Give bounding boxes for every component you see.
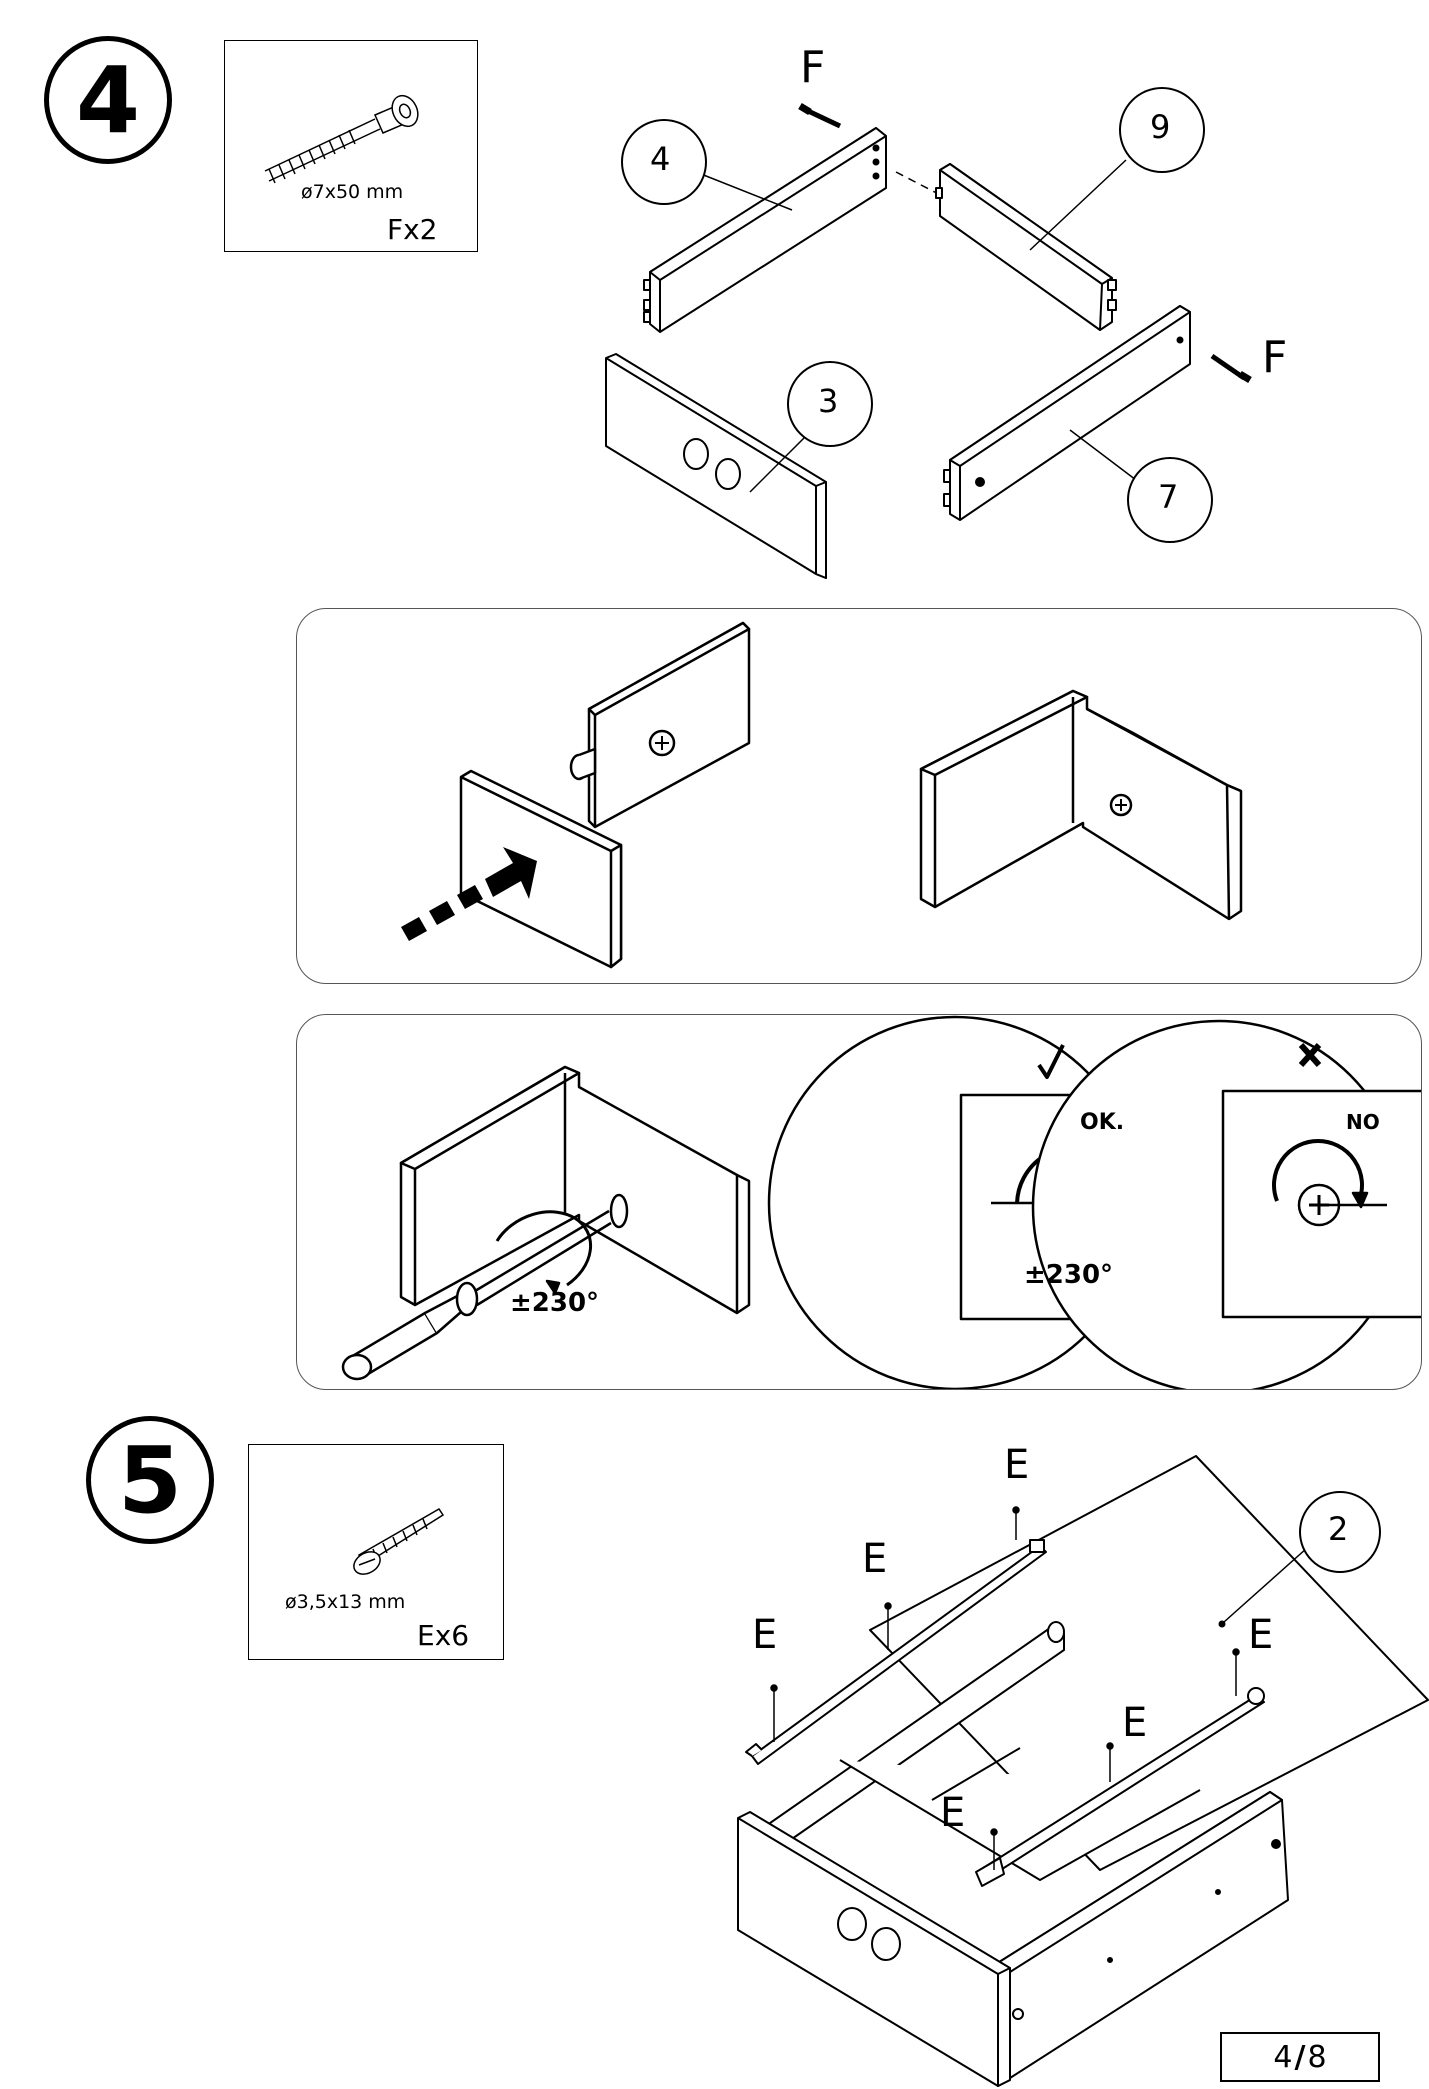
e-label-4: E xyxy=(1248,1612,1274,1658)
part-9-callout xyxy=(1119,87,1205,173)
e-label-2: E xyxy=(862,1536,888,1582)
detail-panel-tighten xyxy=(296,1014,1422,1390)
no-label: NO xyxy=(1346,1110,1380,1134)
hardware-box-step-5: ø3,5x13 mm Ex6 xyxy=(248,1444,504,1660)
page-current: 4 xyxy=(1273,2039,1293,2075)
part-2-callout xyxy=(1299,1491,1381,1573)
hardware-size-step-5: ø3,5x13 mm xyxy=(285,1591,406,1613)
part-9-label: 9 xyxy=(1150,108,1171,146)
step-5-number: 5 xyxy=(117,1426,182,1534)
wood-screw-icon xyxy=(353,1507,445,1575)
f-label-top: F xyxy=(800,42,826,93)
page-total: 8 xyxy=(1307,2039,1327,2075)
part-2-label: 2 xyxy=(1328,1510,1349,1548)
part-7-callout xyxy=(1127,457,1213,543)
hardware-qty-step-5: Ex6 xyxy=(417,1619,470,1652)
part-7-label: 7 xyxy=(1158,478,1179,516)
e-label-5: E xyxy=(1122,1700,1148,1746)
tighten-screw-illustration xyxy=(341,1015,1421,1389)
part-3-label: 3 xyxy=(818,382,839,420)
step-4-number: 4 xyxy=(75,46,140,154)
e-label-6: E xyxy=(940,1790,966,1836)
step-4-badge: 4 xyxy=(44,36,172,164)
angle-label: ±230° xyxy=(510,1288,600,1318)
part-4-label: 4 xyxy=(650,140,671,178)
hardware-qty-step-4: Fx2 xyxy=(387,213,438,246)
page-separator: / xyxy=(1294,2039,1306,2075)
e-label-1: E xyxy=(1004,1442,1030,1488)
page-number: 4 / 8 xyxy=(1220,2032,1380,2082)
step-5-badge: 5 xyxy=(86,1416,214,1544)
hardware-box-step-4: ø7x50 mm Fx2 xyxy=(224,40,478,252)
confirmat-screw-icon xyxy=(264,94,419,184)
part-4-callout xyxy=(621,119,707,205)
ok-angle-label: ±230° xyxy=(1024,1260,1114,1290)
ok-label: OK. xyxy=(1080,1110,1125,1135)
part-3-callout xyxy=(787,361,873,447)
f-label-right: F xyxy=(1262,332,1288,383)
e-label-3: E xyxy=(752,1612,778,1658)
detail-panel-insert xyxy=(296,608,1422,984)
insert-dowel-illustration xyxy=(401,621,1243,969)
hardware-size-step-4: ø7x50 mm xyxy=(301,181,404,203)
